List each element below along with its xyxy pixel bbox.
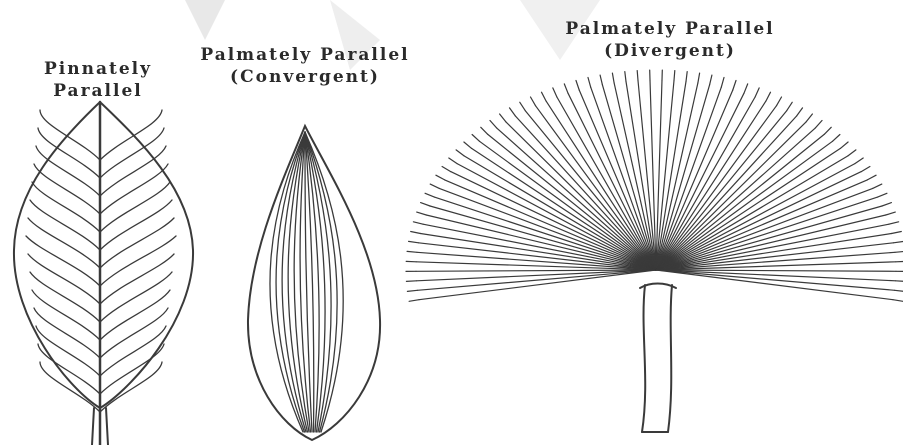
ray-tip	[430, 184, 439, 188]
ray-tip	[815, 121, 822, 128]
ray-tip	[472, 135, 479, 142]
ray-tip	[873, 184, 882, 188]
ray-tip	[421, 203, 430, 206]
ray-tip	[510, 108, 516, 116]
ray-tip	[889, 222, 899, 224]
ray-tip	[409, 241, 419, 242]
ray	[656, 270, 893, 300]
ray	[591, 87, 656, 270]
ray-tip	[436, 175, 445, 180]
ray-tip	[896, 281, 903, 282]
ray	[656, 270, 895, 290]
ray-tip	[878, 193, 887, 197]
ray-tip	[824, 127, 831, 134]
ray-tip	[806, 114, 812, 122]
ray-tip	[464, 142, 472, 148]
ray-tip	[409, 300, 419, 302]
ray-tip	[449, 158, 457, 164]
ray-tip	[787, 102, 793, 110]
ray	[417, 270, 656, 290]
ray-tip	[848, 150, 856, 156]
ray-tip	[542, 92, 547, 101]
ray-tip	[893, 300, 903, 302]
ray-tip	[490, 121, 497, 128]
ray-tip	[413, 222, 423, 224]
ray-tip	[674, 71, 675, 81]
ray-tip	[407, 251, 417, 252]
ray-tip	[481, 127, 488, 134]
ray-tip	[588, 78, 591, 88]
ray-tip	[895, 290, 903, 291]
ray-tip	[855, 158, 863, 164]
ray-tip	[744, 84, 748, 93]
ray-tip	[710, 75, 712, 85]
ray-tip	[612, 73, 614, 83]
ray-tip	[886, 212, 896, 215]
ray	[506, 122, 656, 270]
ray-tip	[600, 75, 602, 85]
ray-tip	[733, 81, 736, 91]
ray-tip	[698, 73, 700, 83]
ray-tip	[531, 97, 536, 106]
ray-tip	[411, 232, 421, 234]
ray-tip	[456, 150, 464, 156]
ray-tip	[417, 212, 427, 215]
ray-tip	[892, 232, 902, 234]
ray	[656, 101, 766, 270]
ray-tip	[840, 142, 848, 148]
ray-tip	[882, 203, 891, 206]
ray	[656, 87, 721, 270]
ray-tip	[686, 72, 687, 82]
ray-tip	[637, 71, 638, 81]
ray-tip	[553, 88, 557, 97]
ray-tip	[576, 81, 579, 91]
ray-tip	[895, 251, 903, 252]
ray-tip	[406, 281, 416, 282]
ray-tip	[564, 84, 568, 93]
ray-tip	[861, 167, 870, 172]
ray	[546, 101, 656, 270]
ray	[656, 111, 787, 270]
ray-tip	[867, 175, 876, 180]
ray	[656, 122, 806, 270]
ray-tip	[833, 135, 840, 142]
ray-tip	[500, 114, 506, 122]
ray-tip	[407, 290, 417, 291]
ray-tip	[520, 102, 526, 110]
ray-tip	[797, 108, 803, 116]
ray-tip	[777, 97, 782, 106]
ray-tip	[425, 193, 434, 197]
ray-tip	[442, 167, 451, 172]
ray-tip	[721, 78, 724, 88]
ray	[419, 270, 656, 300]
ray-tip	[755, 88, 759, 97]
ray-tip	[625, 72, 626, 82]
ray-tip	[894, 241, 903, 242]
ray	[525, 111, 656, 270]
ray-tip	[766, 92, 771, 101]
